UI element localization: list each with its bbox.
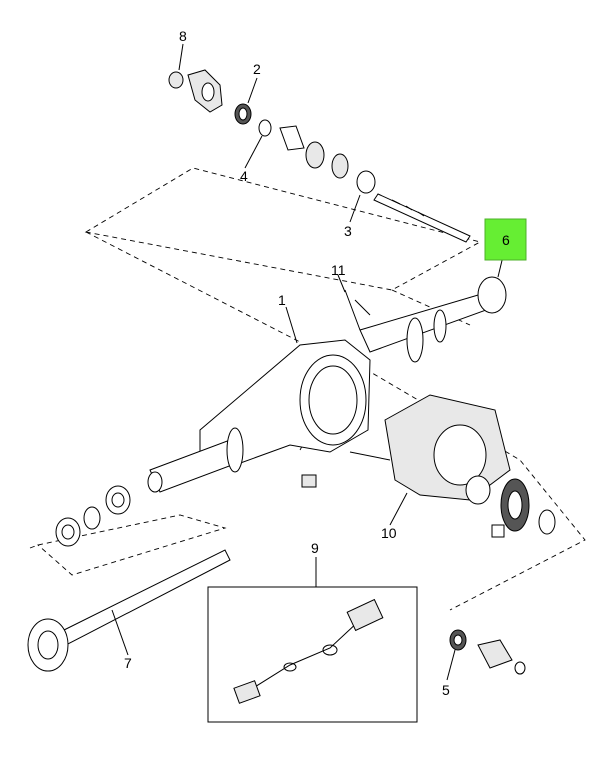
callout-5: 5	[442, 682, 450, 698]
pinion-shaft-part	[373, 193, 471, 243]
callout-9: 9	[311, 540, 319, 556]
differential-carrier	[349, 394, 556, 538]
connector-a	[233, 680, 261, 704]
callout-8: 8	[179, 28, 187, 44]
gear-a-part	[305, 141, 325, 169]
bearing-cup-part	[356, 170, 376, 194]
banjo-opening	[299, 354, 367, 446]
callout-2: 2	[253, 61, 261, 77]
axle-flange	[27, 618, 69, 672]
pinion-nut-part	[168, 71, 184, 89]
leader-lines	[111, 43, 506, 681]
callout-6-highlight[interactable]	[484, 218, 527, 261]
gear-b-part	[331, 153, 349, 179]
callout-10: 10	[381, 525, 397, 541]
sensor-assembly	[449, 629, 526, 675]
callout-3: 3	[344, 223, 352, 239]
hub-nut-a	[105, 485, 131, 515]
bearing-ring-part	[538, 509, 556, 535]
hub-nut-b	[55, 517, 81, 547]
snap-ring-part	[258, 119, 272, 137]
axle-shaft	[27, 549, 231, 672]
callout-1: 1	[278, 292, 286, 308]
left-spindle-end	[147, 471, 163, 493]
axle-housing	[147, 276, 507, 493]
callout-7: 7	[124, 655, 132, 671]
lock-washer	[83, 506, 101, 530]
drain-plug-part	[301, 474, 317, 488]
hub-nut-set	[55, 485, 131, 547]
callout-11: 11	[331, 262, 346, 278]
bearing-cone-part	[279, 125, 305, 151]
axle-shaft-part	[59, 549, 231, 646]
sensor-body-part	[477, 639, 513, 669]
callout-6[interactable]: 6	[502, 232, 510, 248]
connector-b	[346, 598, 384, 632]
callout-4: 4	[240, 168, 248, 184]
left-axle-tube	[149, 439, 241, 493]
carrier-stud	[349, 451, 391, 461]
bolt-part	[491, 524, 505, 538]
harness-box	[207, 586, 418, 723]
callout-labels: 8 2 4 3 6 11 1 10 9 7 5	[124, 28, 527, 698]
breather-part	[344, 289, 371, 331]
harness-wire	[249, 619, 361, 691]
harness-inset	[207, 586, 418, 723]
pinion-assembly	[168, 69, 471, 243]
spindle-end-6	[477, 276, 507, 314]
